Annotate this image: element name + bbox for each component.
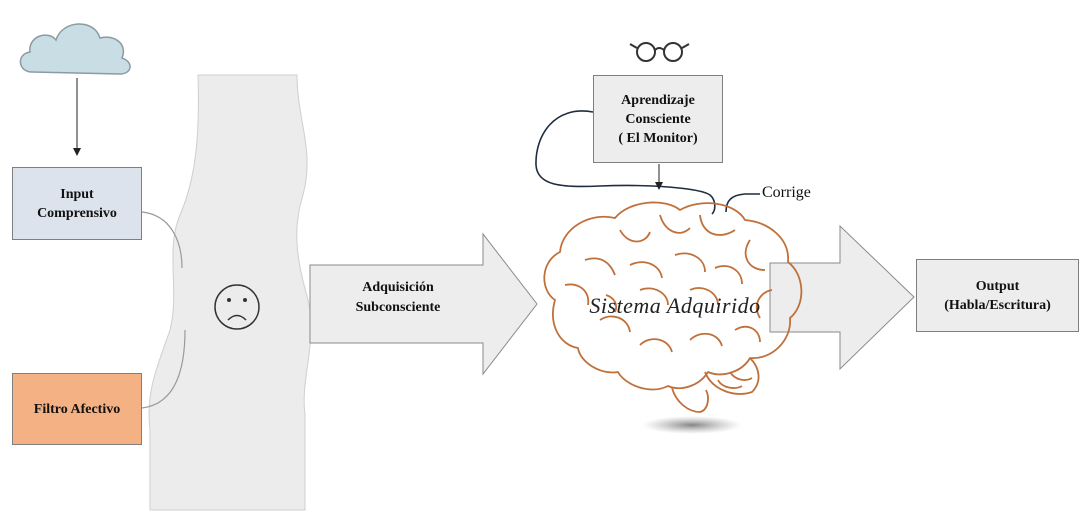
filtro-afectivo-label: Filtro Afectivo — [33, 401, 121, 417]
output-arrow — [769, 224, 915, 371]
input-comprensivo-box: Input Comprensivo — [12, 167, 142, 240]
brain-icon — [543, 201, 803, 413]
output-box: Output (Habla/Escritura) — [916, 259, 1079, 332]
monitor-loop-line — [535, 110, 716, 215]
filtro-afectivo-box: Filtro Afectivo — [12, 373, 142, 445]
brain-shadow — [642, 416, 742, 434]
monitor-label: Aprendizaje Consciente ( El Monitor) — [618, 92, 698, 146]
affective-filter-band — [148, 74, 312, 511]
monitor-box: Aprendizaje Consciente ( El Monitor) — [593, 75, 723, 163]
brain-system-label: Sistema Adquirido — [589, 293, 761, 318]
output-label: Output (Habla/Escritura) — [944, 278, 1051, 313]
filter-connector-line — [141, 329, 186, 409]
input-comprensivo-label: Input Comprensivo — [37, 186, 117, 221]
cloud-icon — [19, 23, 131, 75]
glasses-icon — [629, 42, 690, 62]
corrige-label: Corrige — [762, 184, 811, 201]
input-connector-line — [141, 211, 183, 269]
acquisition-arrow-label: Adquisición Subconsciente — [355, 280, 441, 315]
acquisition-arrow — [309, 232, 538, 376]
sad-face-icon — [214, 284, 260, 330]
corrige-line — [725, 193, 760, 213]
